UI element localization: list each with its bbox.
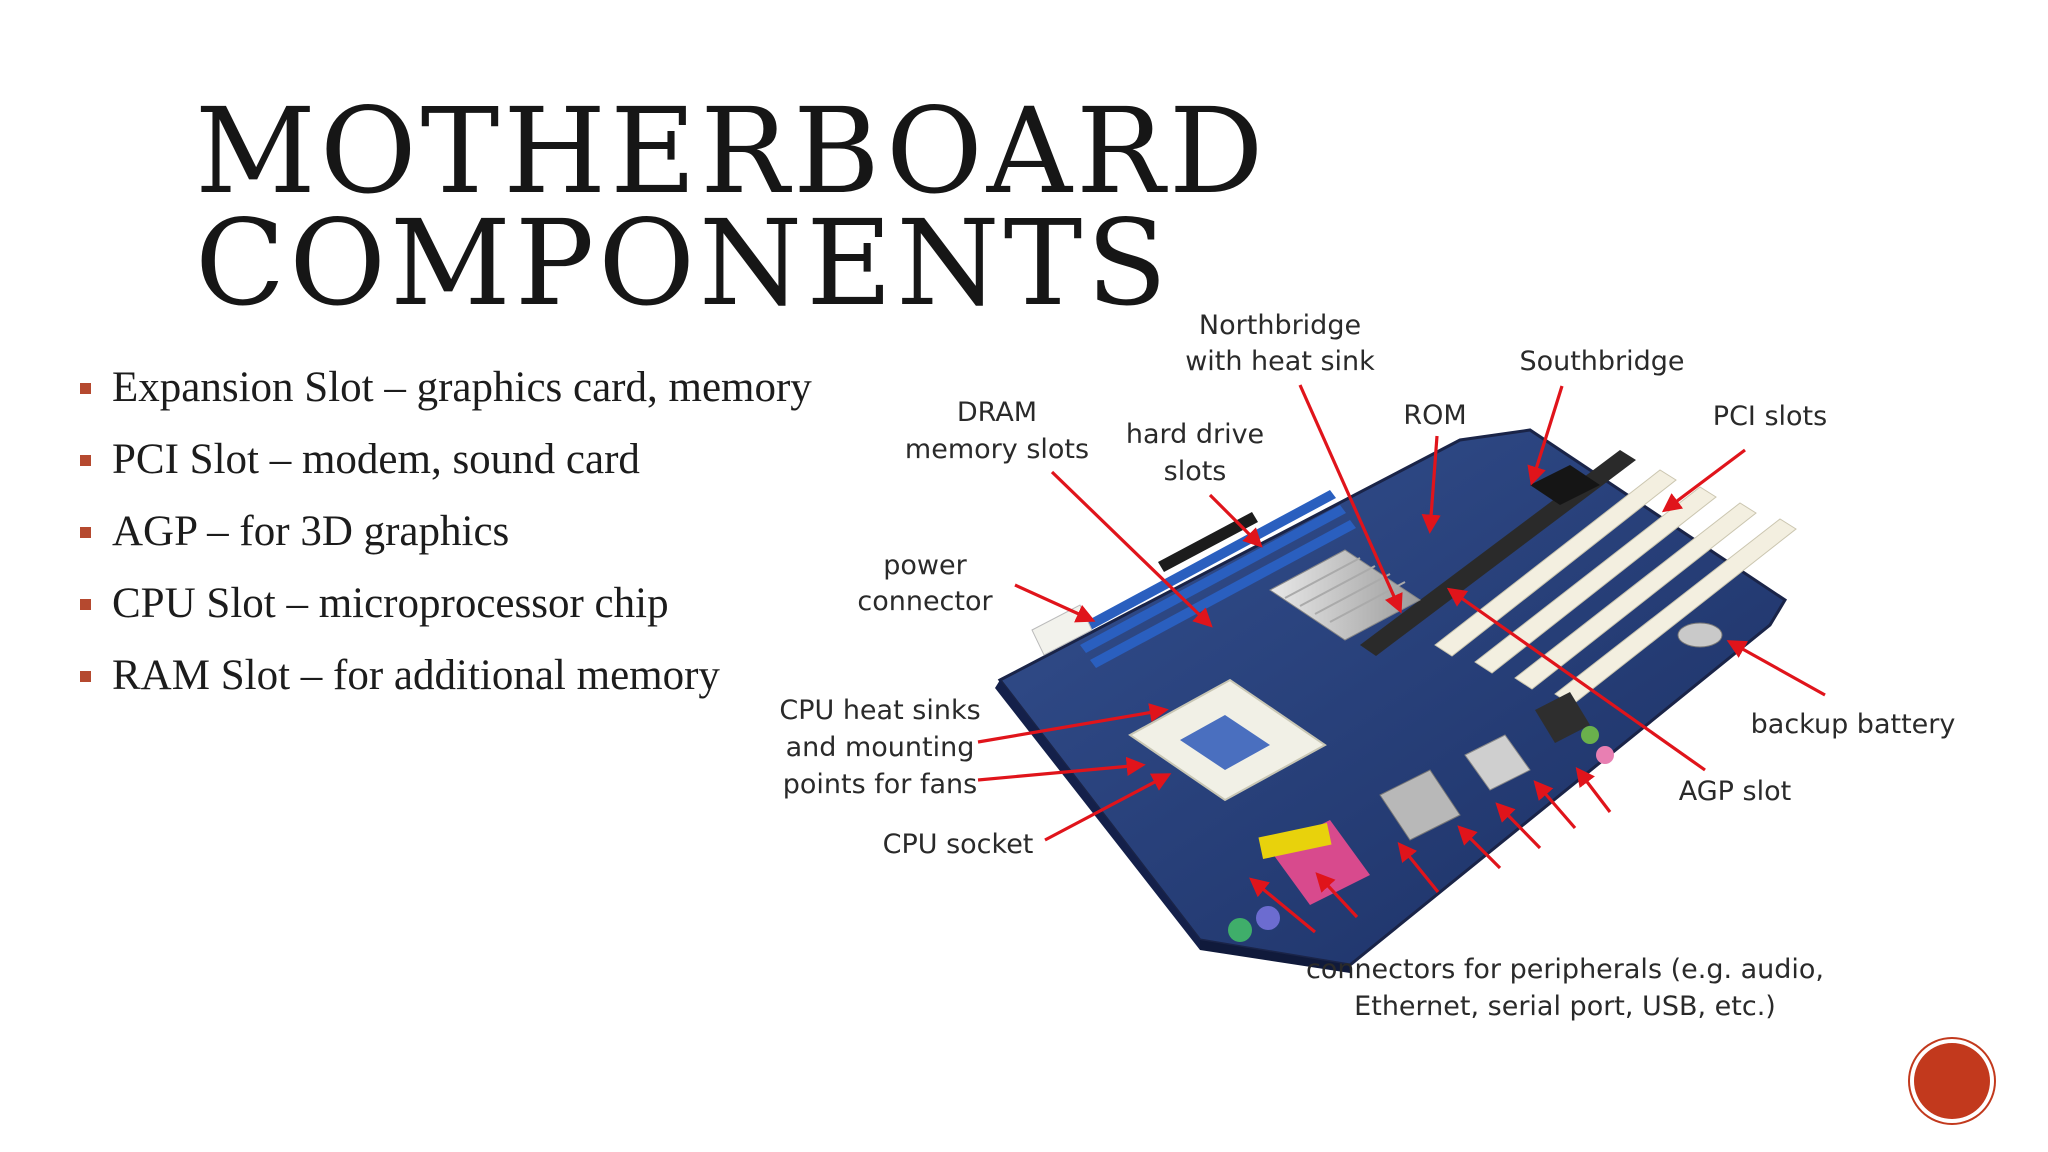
bullet-text: CPU Slot – microprocessor chip — [112, 580, 669, 627]
hard-drive-connectors — [1158, 512, 1258, 572]
bullet-text: Expansion Slot – graphics card, memory — [112, 364, 812, 411]
motherboard-figure: Northbridge with heat sink Southbridge R… — [770, 300, 2020, 1040]
bullet-item: PCI Slot – modem, sound card — [80, 424, 812, 496]
bullet-item: RAM Slot – for additional memory — [80, 640, 812, 712]
figure-labels: Northbridge with heat sink Southbridge R… — [779, 310, 1955, 1022]
arrow-northbridge — [1298, 384, 1403, 614]
arrow-rom — [1421, 435, 1441, 534]
arrow-connector-3 — [1397, 842, 1440, 894]
arrow-connector-1 — [1249, 877, 1317, 934]
label-dram-line-2: memory slots — [905, 434, 1089, 465]
label-power-line-1: power — [883, 550, 967, 581]
bullet-text: PCI Slot – modem, sound card — [112, 436, 640, 483]
southbridge-chip — [1530, 465, 1600, 505]
backup-battery-shape — [1677, 622, 1723, 648]
label-northbridge-line-1: Northbridge — [1199, 310, 1361, 341]
bullet-list: Expansion Slot – graphics card, memory P… — [80, 352, 812, 712]
bullet-item: Expansion Slot – graphics card, memory — [80, 352, 812, 424]
bullet-marker-icon — [80, 455, 91, 466]
label-connectors-line-1: connectors for peripherals (e.g. audio, — [1306, 954, 1824, 985]
label-backup-battery: backup battery — [1751, 709, 1956, 740]
arrow-cpu-socket — [1044, 773, 1172, 842]
cpu-socket-shape — [1128, 678, 1327, 802]
bullet-marker-icon — [80, 671, 91, 682]
label-connectors-line-2: Ethernet, serial port, USB, etc.) — [1354, 991, 1776, 1022]
arrow-connector-5 — [1495, 802, 1542, 850]
arrow-agp-slot — [1446, 587, 1706, 772]
arrow-connector-7 — [1575, 766, 1612, 813]
label-cpu-heat-line-2: and mounting — [786, 732, 975, 763]
label-agp-slot: AGP slot — [1679, 776, 1791, 807]
dram-slots — [1070, 490, 1356, 668]
motherboard-photo — [995, 428, 1797, 973]
label-rom: ROM — [1403, 400, 1466, 431]
arrow-southbridge — [1527, 385, 1564, 486]
label-hard-drive-line-1: hard drive — [1126, 419, 1264, 450]
bullet-text: RAM Slot – for additional memory — [112, 652, 720, 699]
slide-title: MOTHERBOARD COMPONENTS — [195, 82, 1268, 332]
label-pci-slots: PCI slots — [1713, 401, 1827, 432]
title-line-2: COMPONENTS — [195, 194, 1172, 332]
bullet-marker-icon — [80, 383, 91, 394]
pointer-arrows — [977, 384, 1826, 934]
label-cpu-socket: CPU socket — [883, 829, 1034, 860]
label-northbridge-line-2: with heat sink — [1185, 346, 1375, 377]
arrow-hard-drive — [1208, 493, 1263, 548]
arrow-backup-battery — [1726, 640, 1826, 697]
arrow-connector-4 — [1457, 825, 1502, 870]
arrow-cpu-heat-2 — [977, 756, 1146, 782]
label-dram-line-1: DRAM — [957, 397, 1037, 428]
slide-number-badge-icon — [1914, 1043, 1990, 1119]
pci-slot-shapes — [1434, 469, 1797, 706]
arrow-pci-slots — [1661, 448, 1746, 513]
bullet-item: CPU Slot – microprocessor chip — [80, 568, 812, 640]
arrow-connector-6 — [1533, 780, 1577, 830]
arrow-power — [1014, 583, 1096, 623]
label-southbridge: Southbridge — [1519, 346, 1684, 377]
motherboard-diagram: Northbridge with heat sink Southbridge R… — [779, 310, 1955, 1022]
label-power-line-2: connector — [857, 586, 993, 617]
rear-io-connectors — [1228, 692, 1614, 942]
arrow-connector-2 — [1315, 872, 1359, 919]
bullet-text: AGP – for 3D graphics — [112, 508, 510, 555]
title-line-1: MOTHERBOARD — [195, 82, 1268, 220]
label-cpu-heat-line-1: CPU heat sinks — [779, 695, 980, 726]
bullet-marker-icon — [80, 527, 91, 538]
label-cpu-heat-line-3: points for fans — [783, 769, 977, 800]
arrow-dram — [1050, 470, 1213, 628]
label-hard-drive-line-2: slots — [1164, 456, 1227, 487]
bullet-item: AGP – for 3D graphics — [80, 496, 812, 568]
bullet-marker-icon — [80, 599, 91, 610]
northbridge-heat-sink — [1269, 549, 1421, 641]
arrow-cpu-heat-1 — [977, 703, 1169, 744]
